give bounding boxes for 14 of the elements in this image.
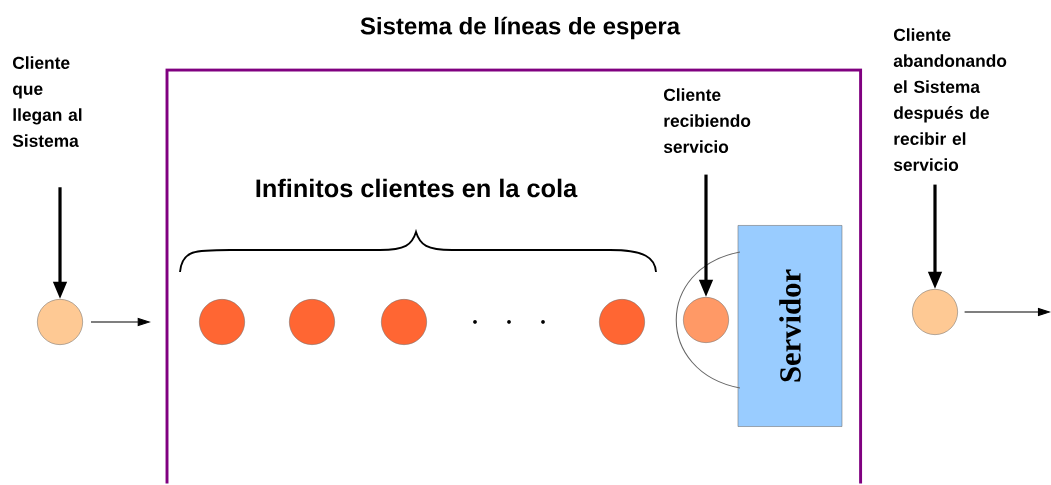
customer-circle (381, 299, 427, 345)
text-label: Cliente que llegan al Sistema (12, 56, 82, 147)
customer-circle (199, 299, 245, 345)
text-label: Cliente recibiendo servicio (663, 88, 751, 153)
customer-circle (599, 299, 645, 345)
system-frame (165, 68, 863, 484)
customer-circle (683, 297, 729, 343)
text-label: Cliente abandonando el Sistema después de recibir el servicio (893, 28, 1007, 171)
server-box: Servidor (737, 225, 843, 427)
customer-circle (289, 299, 335, 345)
customer-circle (912, 289, 958, 335)
brace-label: Infinitos clientes en la cola (256, 178, 578, 198)
title: Sistema de líneas de espera (360, 16, 681, 40)
customer-circle (37, 299, 83, 345)
